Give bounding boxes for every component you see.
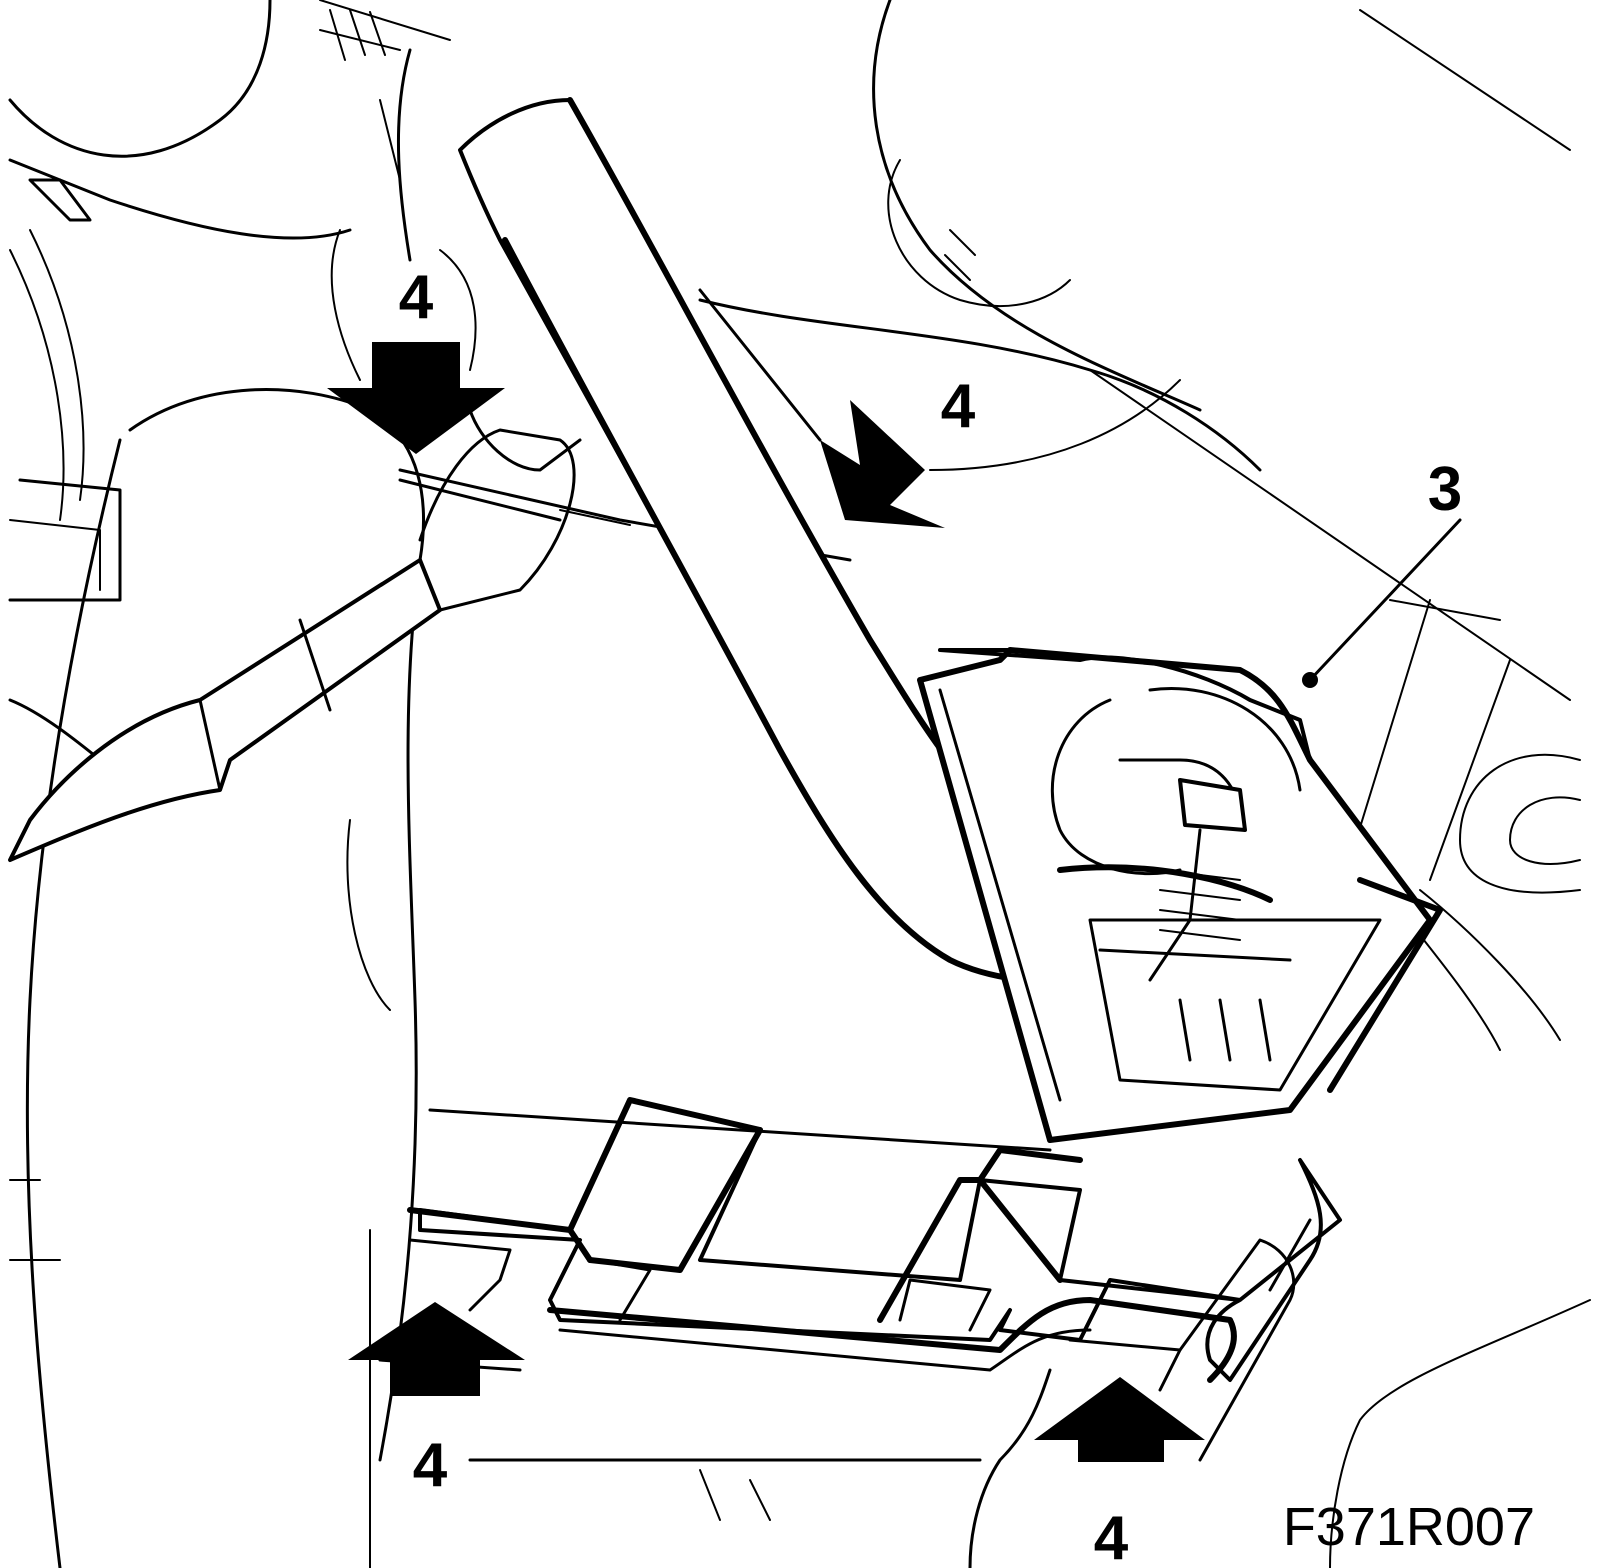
callout-3: 3 [1428, 455, 1462, 524]
callout-4-top-middle: 4 [941, 372, 976, 441]
arrows [327, 342, 1205, 1462]
callout-4-bottom-left: 4 [413, 1431, 448, 1500]
callout-4-top-left: 4 [399, 263, 434, 332]
arrow-up-left [348, 1302, 525, 1396]
arrow-down-left [820, 400, 945, 528]
callout-4-bottom-right: 4 [1094, 1504, 1129, 1568]
bracket [369, 1097, 1342, 1568]
arrow-down [327, 342, 505, 454]
arrow-up-right [1034, 1377, 1205, 1462]
module-3 [917, 647, 1443, 1143]
background-structure [8, 0, 1591, 1568]
leader-lines [468, 518, 1462, 1462]
figure-code: F371R007 [1283, 1497, 1535, 1557]
